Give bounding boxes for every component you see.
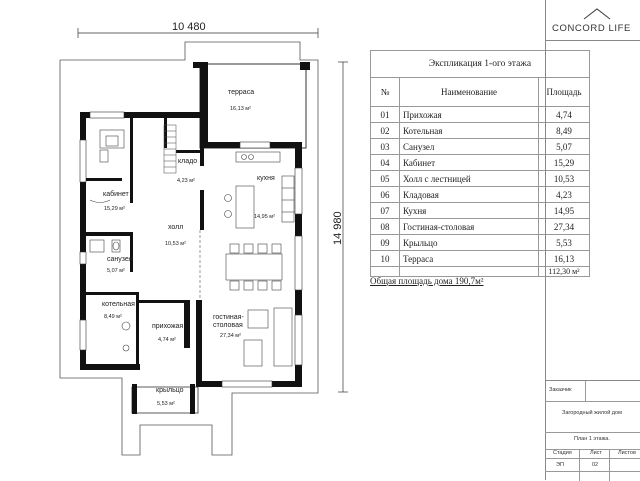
title-block-stamp (545, 380, 640, 481)
col-sheet: Лист (590, 450, 602, 456)
exterior-walls (80, 112, 302, 387)
cell-num: 05 (370, 170, 400, 187)
terrace-label: терраса (228, 89, 254, 96)
cell-name: Санузел (399, 138, 539, 155)
windows (79, 111, 303, 388)
cell-name: Котельная (399, 122, 539, 139)
roof-logo-icon (583, 8, 611, 20)
cell-name: Прихожая (399, 106, 539, 123)
floor-plan: 10 480 14 980 (59, 21, 348, 456)
office-area: 15,29 м² (104, 206, 125, 212)
boiler-fixtures (121, 321, 131, 352)
header-num: № (370, 77, 400, 107)
hall-label: холл (168, 224, 183, 231)
office-furniture (89, 129, 125, 203)
porch-area: 5,53 м² (157, 401, 175, 407)
kitchen-furniture (224, 151, 295, 229)
cell-name: Холл с лестницей (399, 170, 539, 187)
logo-box (545, 0, 640, 41)
boiler-area: 8,49 м² (104, 314, 122, 320)
bathroom-label: санузел (107, 256, 133, 263)
cell-num: 08 (370, 218, 400, 235)
entry-label: прихожая (152, 323, 183, 330)
entry-area: 4,74 м² (158, 337, 176, 343)
dim-width: 10 480 (172, 21, 206, 33)
explication-total: 112,30 м² (538, 266, 590, 277)
cell-num: 02 (370, 122, 400, 139)
cell-name: Гостиная-столовая (399, 218, 539, 235)
living-label-2: столовая (213, 322, 243, 329)
pantry-area: 4,23 м² (177, 178, 195, 184)
project-name: Загородный жилой дом (562, 410, 622, 416)
sheet-value: 02 (592, 462, 599, 468)
living-furniture (243, 307, 293, 367)
interior-walls (86, 118, 204, 364)
terrace-outline (199, 63, 307, 149)
bathroom-area: 5,07 м² (107, 268, 125, 274)
header-area: Площадь (538, 77, 590, 107)
sheet-title: План 1 этажа. (574, 436, 610, 442)
cell-num: 01 (370, 106, 400, 123)
bathroom-fixtures (89, 239, 121, 253)
living-area: 27,34 м² (220, 333, 241, 339)
logo-text: CONCORD LIFE (552, 23, 631, 34)
title-block-frame (545, 0, 640, 480)
cell-name: Кухня (399, 202, 539, 219)
explication-table: Экспликация 1-ого этажа № Наименование П… (370, 50, 590, 277)
cell-num: 07 (370, 202, 400, 219)
cell-num: 10 (370, 250, 400, 267)
cell-num: 09 (370, 234, 400, 251)
col-sheets: Листов (618, 450, 636, 456)
cell-name: Кабинет (399, 154, 539, 171)
customer-label: Заказчик (549, 387, 572, 393)
cell-num: 06 (370, 186, 400, 203)
cell-name: Терраса (399, 250, 539, 267)
stage-value: ЭП (556, 462, 564, 468)
terrace-area: 16,13 м² (230, 106, 251, 112)
dining-table (225, 243, 283, 291)
office-label: кабинет (103, 190, 130, 198)
cell-name: Крыльцо (399, 234, 539, 251)
cell-num: 03 (370, 138, 400, 155)
col-stage: Стадия (553, 450, 572, 456)
cell-name: Кладовая (399, 186, 539, 203)
house-total-area: Общая площадь дома 190,7м² (370, 276, 484, 286)
dim-height: 14 980 (332, 211, 344, 245)
hall-area: 10,53 м² (165, 241, 186, 247)
boiler-label: котельная (102, 301, 135, 308)
kitchen-label: кухня (257, 175, 275, 182)
cell-num: 04 (370, 154, 400, 171)
staircase (163, 124, 177, 174)
explication-title: Экспликация 1-ого этажа (370, 50, 590, 78)
header-name: Наименование (399, 77, 539, 107)
site-outline (59, 41, 319, 456)
living-label: гостиная- (213, 314, 244, 321)
porch-label: крыльцо (156, 387, 184, 394)
kitchen-area: 14,95 м² (254, 214, 275, 220)
pantry-label: кладо (178, 158, 197, 165)
